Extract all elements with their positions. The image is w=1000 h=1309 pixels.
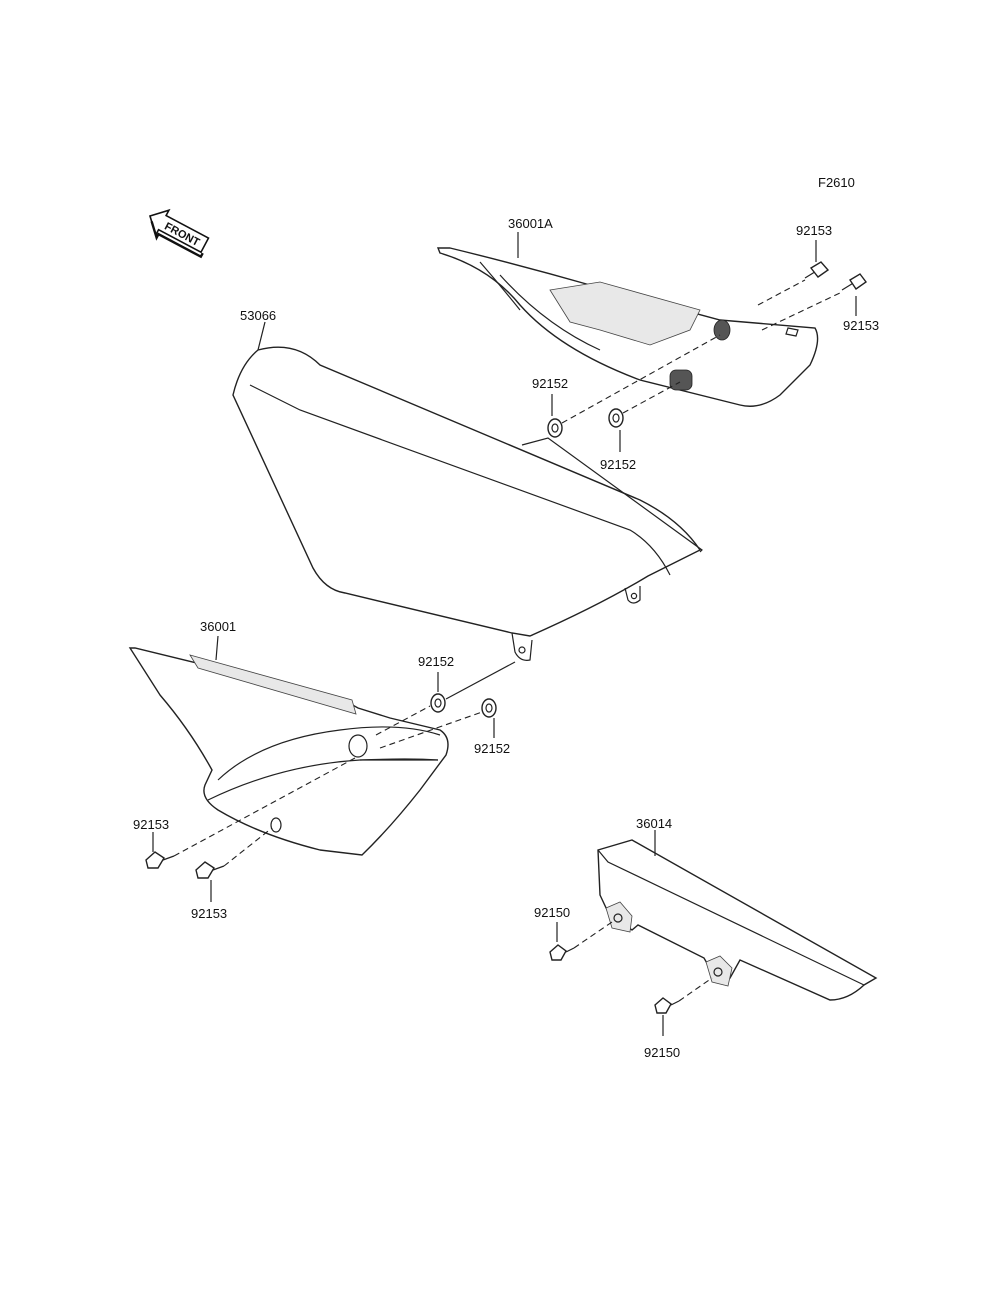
callout-seat: 53066 [240, 308, 276, 323]
seat [232, 321, 702, 661]
front-arrow-icon: FRONT [148, 208, 210, 259]
callout-collar-l-b: 92152 [474, 741, 510, 756]
hex-bolt-icon [195, 861, 225, 879]
callout-bolt-cg-b: 92150 [644, 1045, 680, 1060]
chain-guard [597, 830, 878, 1001]
callout-collar-tr-a: 92152 [532, 376, 568, 391]
callout-bolt-l-b: 92153 [191, 906, 227, 921]
hex-bolt-icon [654, 997, 680, 1014]
hex-bolt-icon [841, 273, 867, 291]
hex-bolt-icon [549, 944, 575, 961]
callout-bolt-cg-a: 92150 [534, 905, 570, 920]
figure-code: F2610 [818, 175, 855, 190]
side-cover-right [436, 232, 819, 407]
callout-side-cover-left: 36001 [200, 619, 236, 634]
collar-icon [608, 408, 624, 428]
callout-collar-l-a: 92152 [418, 654, 454, 669]
callout-bolt-tr-b: 92153 [843, 318, 879, 333]
callout-bolt-tr-a: 92153 [796, 223, 832, 238]
hex-bolt-icon [145, 851, 175, 869]
side-cover-left [128, 635, 449, 856]
hex-bolt-icon [804, 261, 830, 279]
callout-collar-tr-b: 92152 [600, 457, 636, 472]
collar-icon [430, 693, 446, 713]
collar-icon [481, 698, 497, 718]
callout-chain-guard: 36014 [636, 816, 672, 831]
callout-side-cover-right: 36001A [508, 216, 553, 231]
callout-bolt-l-a: 92153 [133, 817, 169, 832]
collar-icon [547, 418, 563, 438]
